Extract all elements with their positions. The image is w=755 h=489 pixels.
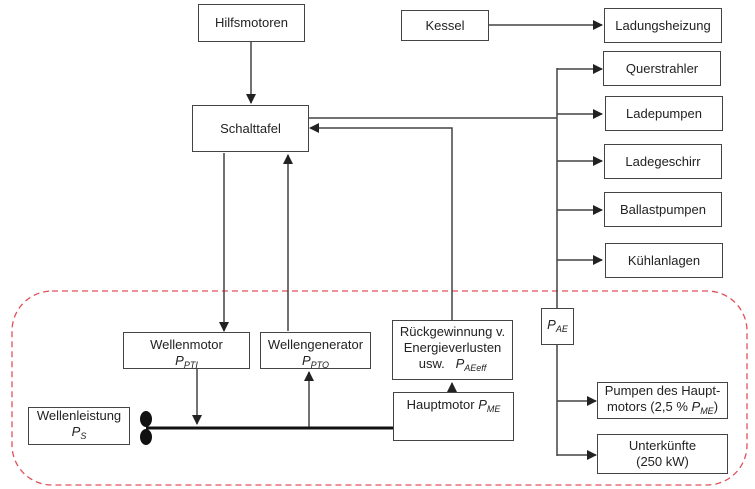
system-boundary	[11, 290, 748, 486]
label-unterkuenfte-2: (250 kW)	[636, 454, 689, 469]
box-unterkuenfte: Unterkünfte (250 kW)	[597, 434, 728, 474]
box-rueckgewinnung: Rückgewinnung v. Energieverlusten usw. P…	[392, 320, 513, 380]
box-ladegeschirr: Ladegeschirr	[604, 144, 722, 179]
label-ladegeschirr: Ladegeschirr	[625, 153, 701, 169]
box-schalttafel: Schalttafel	[192, 105, 309, 152]
label-hauptmotor: Hauptmotor PME	[406, 397, 501, 414]
label-querstrahler: Querstrahler	[625, 60, 699, 76]
symbol-ppti: PPTI	[175, 353, 198, 370]
label-wellengenerator: Wellengenerator	[267, 337, 364, 352]
box-ladungsheizung: Ladungsheizung	[604, 8, 722, 43]
label-pumpen-2: motors (2,5 % PME)	[606, 398, 719, 416]
box-ballastpumpen: Ballastpumpen	[604, 192, 722, 227]
box-kessel: Kessel	[401, 10, 489, 41]
box-wellenleistung: Wellenleistung PS	[28, 407, 130, 445]
box-querstrahler: Querstrahler	[603, 51, 721, 86]
box-kuehlanlagen: Kühlanlagen	[605, 243, 723, 278]
box-hauptmotor: Hauptmotor PME	[393, 392, 514, 441]
label-kessel: Kessel	[425, 17, 465, 33]
box-wellengenerator: Wellengenerator PPTO	[260, 332, 371, 370]
label-kuehlanlagen: Kühlanlagen	[627, 252, 701, 268]
label-rueckgewinnung-2: Energieverlusten	[403, 340, 502, 355]
label-ladepumpen: Ladepumpen	[626, 105, 702, 121]
label-rueckgewinnung-3: usw. PAEeff	[418, 356, 487, 373]
symbol-ps: PS	[71, 424, 87, 441]
symbol-paeeff: PAEeff	[455, 356, 487, 373]
label-rueckgewinnung-1: Rückgewinnung v.	[399, 324, 506, 339]
symbol-pme-pumps: PME	[691, 398, 714, 416]
label-pumpen-1: Pumpen des Haupt-	[604, 382, 721, 398]
label-unterkuenfte-1: Unterkünfte	[628, 438, 697, 453]
label-hilfsmotoren: Hilfsmotoren	[215, 15, 288, 30]
box-ladepumpen: Ladepumpen	[605, 96, 723, 131]
arrow-rueckgewinnung-schalttafel	[309, 123, 453, 330]
box-hilfsmotoren: Hilfsmotoren	[198, 4, 305, 42]
box-wellenmotor: Wellenmotor PPTI	[123, 332, 250, 370]
label-schalttafel: Schalttafel	[220, 120, 281, 136]
box-pumpen-hauptmotor: Pumpen des Haupt- motors (2,5 % PME)	[597, 382, 728, 419]
label-wellenleistung: Wellenleistung	[36, 408, 122, 423]
symbol-pme: PME	[478, 397, 501, 414]
symbol-pae: PAE	[547, 316, 568, 334]
propeller-icon	[140, 411, 152, 445]
label-ballastpumpen: Ballastpumpen	[620, 201, 706, 217]
box-pae: PAE	[541, 308, 574, 345]
label-wellenmotor: Wellenmotor	[150, 337, 223, 352]
symbol-ppto: PPTO	[301, 353, 329, 370]
label-ladungsheizung: Ladungsheizung	[615, 17, 711, 33]
